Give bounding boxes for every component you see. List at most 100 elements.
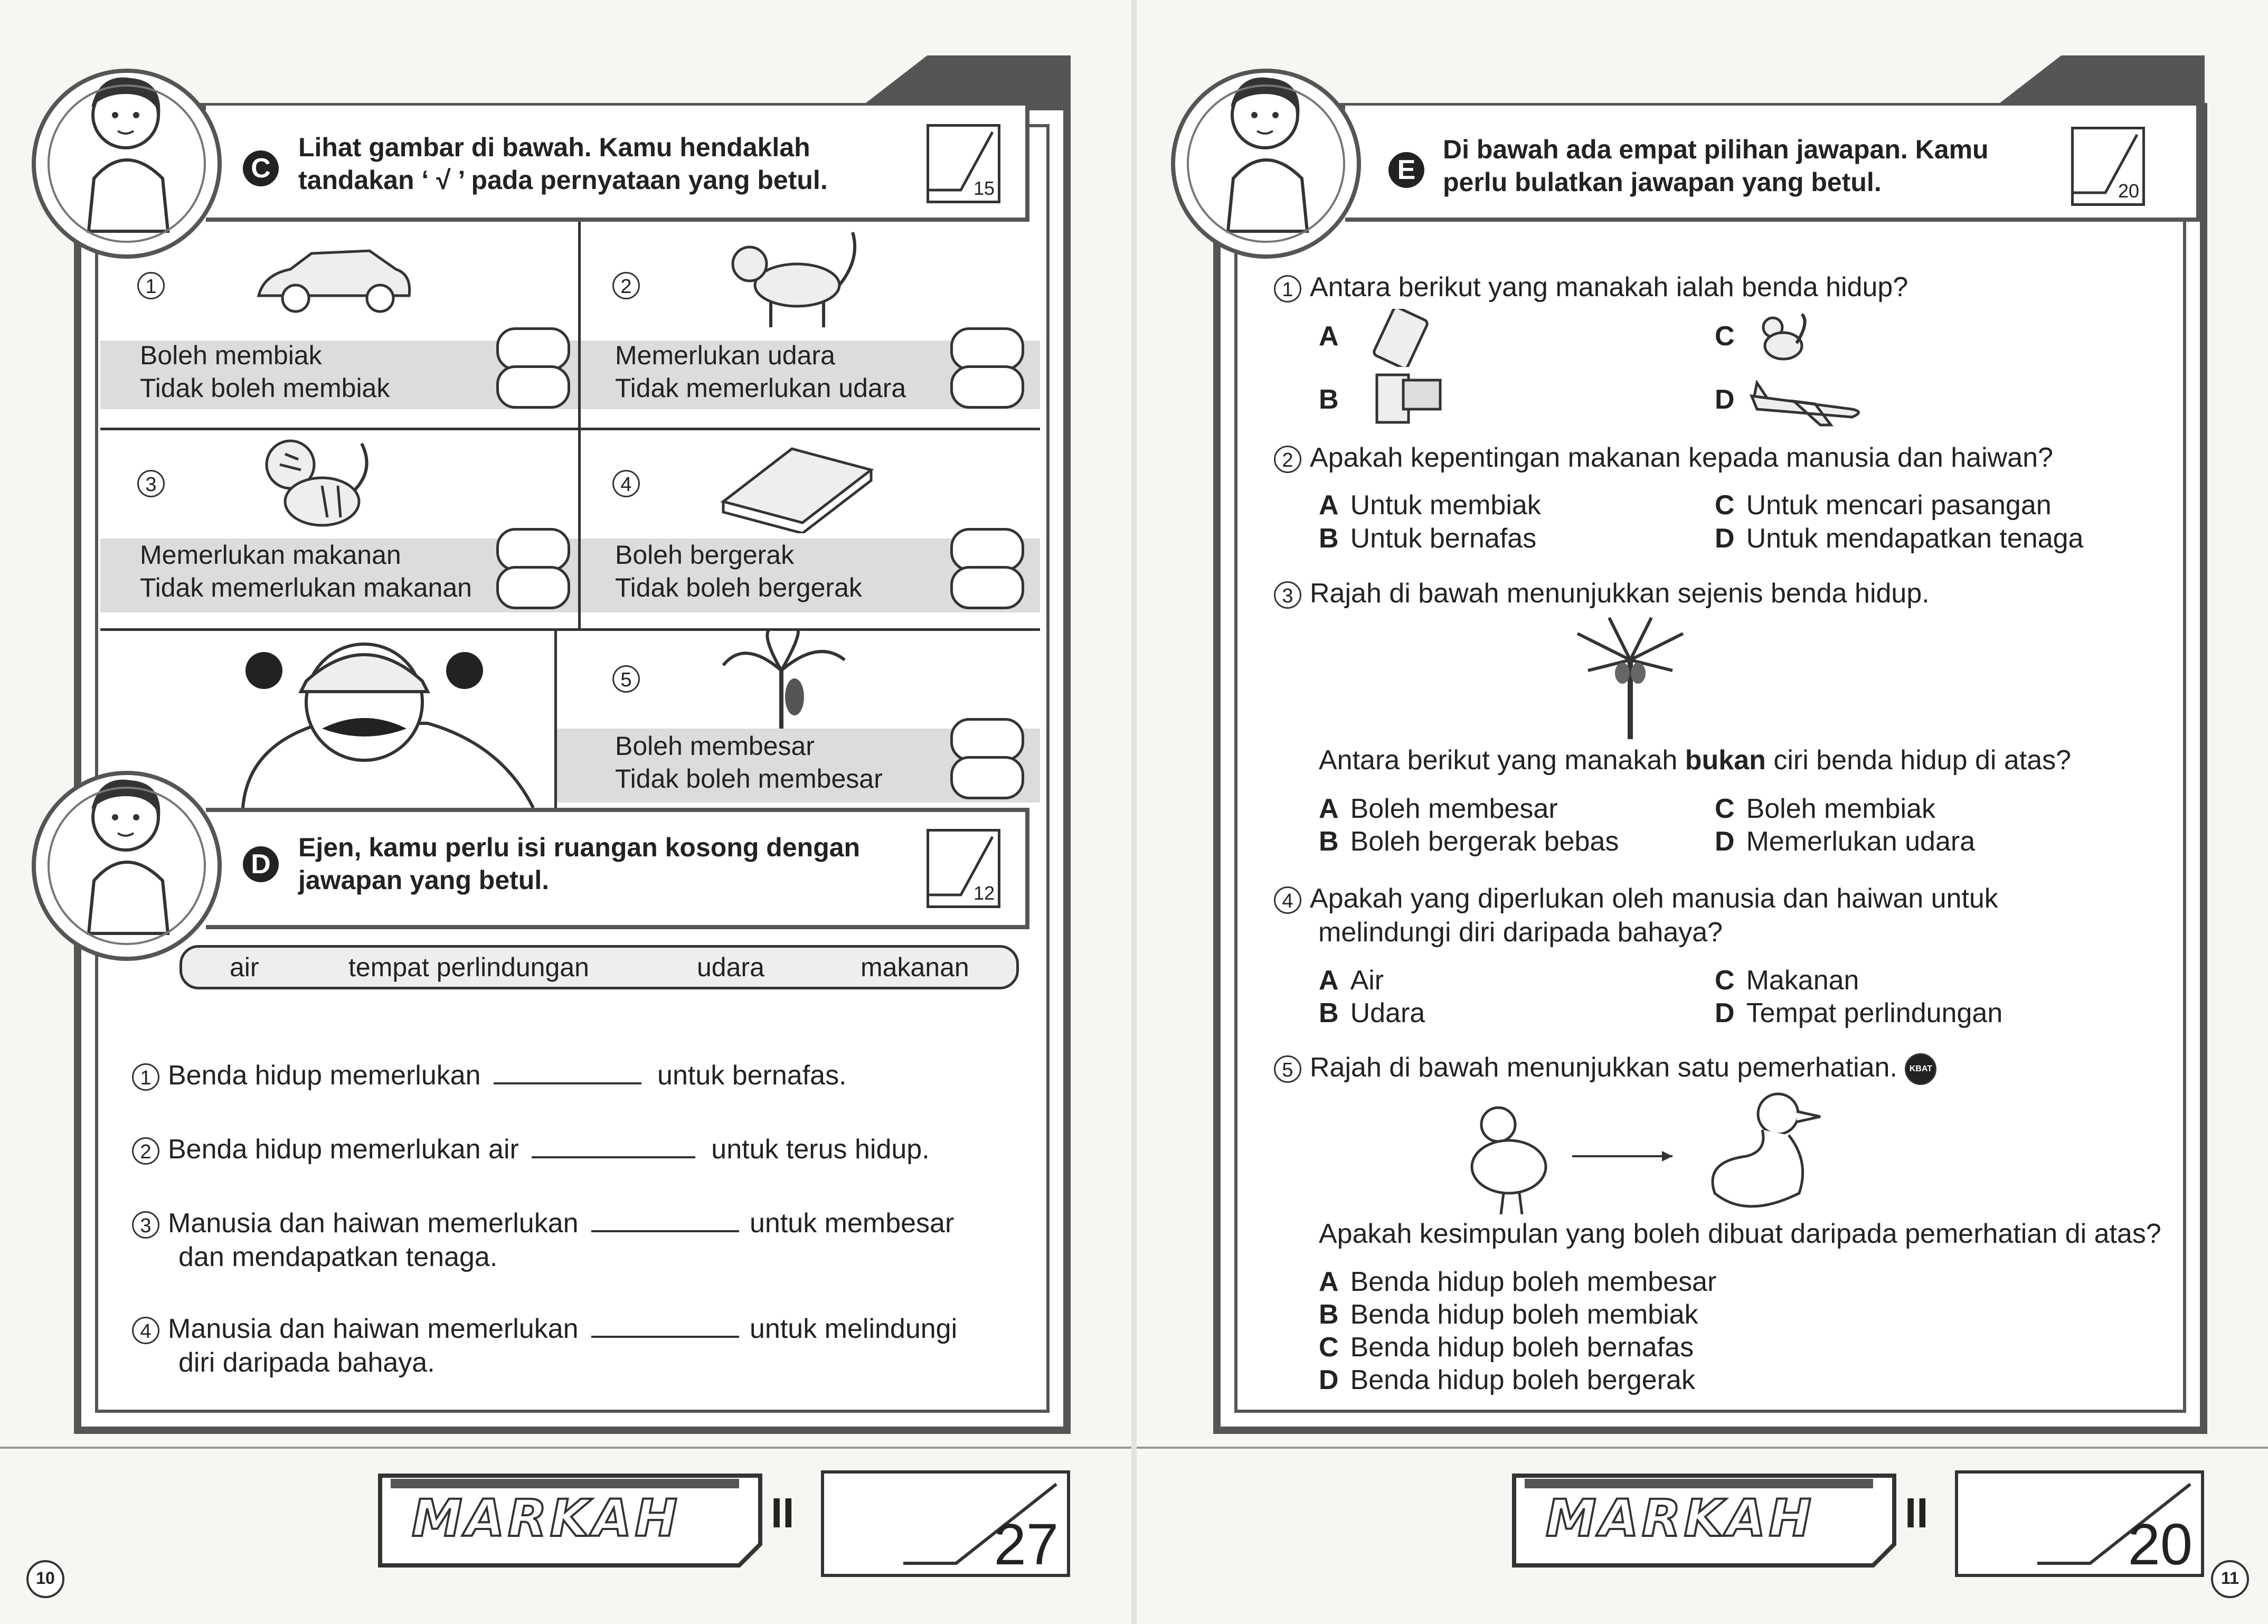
score-slash-icon (929, 836, 994, 896)
q1-option-a[interactable]: A (1319, 319, 1350, 353)
item-3-tick-box-1[interactable] (496, 528, 570, 571)
item-4-option-1: Boleh bergerak (615, 540, 795, 570)
item-1-tick-box-2[interactable] (496, 365, 570, 409)
section-e-letter: E (1388, 152, 1424, 188)
item-2-tick-box-2[interactable] (950, 365, 1024, 409)
page-number: 11 (2211, 1560, 2249, 1598)
question-text-line-2: melindungi diri daripada bahaya? (1318, 917, 1723, 948)
item-1-option-2: Tidak boleh membiak (140, 373, 390, 403)
score-slash-icon (2074, 134, 2139, 194)
footer-divider (1134, 1447, 2268, 1449)
item-3-number: 3 (137, 470, 165, 497)
instruction-line-2: tandakan ‘ √ ’ pada pernyataan yang betu… (298, 165, 828, 195)
score-slash-icon (903, 1483, 1057, 1565)
instruction-line-2: jawapan yang betul. (298, 865, 550, 895)
item-3-option-2: Tidak memerlukan makanan (140, 573, 472, 602)
equals-sign: II (771, 1489, 795, 1536)
duckling-icon (1470, 1106, 1547, 1215)
q1-option-b[interactable]: B (1319, 383, 1350, 417)
section-e-score: 20 (2118, 180, 2139, 202)
footer-divider (0, 1447, 1134, 1449)
agent-badge (1171, 69, 1361, 259)
question-number: 1 (1274, 275, 1301, 303)
score-slash-icon (929, 131, 994, 192)
question-number: 4 (132, 1317, 159, 1345)
q1-option-c[interactable]: C (1715, 319, 1746, 353)
calculator-icon (1373, 309, 1429, 367)
q1-option-d[interactable]: D (1715, 383, 1746, 417)
item-5-number: 5 (612, 665, 640, 693)
item-1-tick-box-1[interactable] (496, 327, 570, 371)
section-d-score-box: 12 (927, 829, 1000, 908)
item-3-tick-box-2[interactable] (496, 566, 570, 609)
section-e-score-box: 20 (2071, 127, 2145, 206)
question-text: Rajah di bawah menunjukkan sejenis benda… (1310, 578, 1930, 609)
right-page: E Di bawah ada empat pilihan jawapan. Ka… (1134, 0, 2268, 1624)
question-text-end: untuk bernafas. (657, 1060, 847, 1091)
item-2-tick-box-1[interactable] (950, 327, 1024, 371)
answer-blank[interactable] (494, 1061, 642, 1084)
item-5-tick-box-1[interactable] (950, 718, 1024, 761)
item-4-tick-box-2[interactable] (950, 566, 1024, 609)
section-c-score-box: 15 (927, 124, 1000, 203)
word-bank-item: air (230, 952, 259, 982)
instruction-line-1: Di bawah ada empat pilihan jawapan. Kamu (1443, 135, 1989, 164)
subquestion-text-end: ciri benda hidup di atas? (1773, 745, 2072, 776)
question-number: 3 (1274, 581, 1301, 609)
section-e-header (1345, 106, 2200, 222)
left-page: C Lihat gambar di bawah. Kamu hendaklah … (0, 55, 1134, 1598)
word-bank-item: tempat perlindungan (348, 952, 589, 982)
agent-man-icon (241, 643, 535, 808)
section-c-score: 15 (973, 177, 995, 199)
papaya-tree-icon (1576, 617, 1684, 739)
answer-blank[interactable] (591, 1209, 739, 1232)
option-key: B (1319, 384, 1339, 415)
answer-blank[interactable] (591, 1315, 739, 1338)
item-1-option-1: Boleh membiak (140, 341, 322, 370)
car-icon (257, 249, 411, 313)
answer-blank[interactable] (532, 1135, 696, 1158)
question-text: Benda hidup memerlukan (168, 1060, 481, 1091)
item-5-tick-box-2[interactable] (950, 756, 1024, 799)
agent-badge-d (32, 771, 222, 961)
agent-girl-icon (87, 77, 170, 233)
q5-subquestion: Apakah kesimpulan yang boleh dibuat dari… (1319, 1219, 2161, 1249)
item-3-options: Memerlukan makanan Tidak memerlukan maka… (140, 539, 472, 604)
mcq-question-3: 3 Rajah di bawah menunjukkan sejenis bend… (1274, 577, 1930, 610)
total-score-box: 20 (1955, 1470, 2204, 1577)
kbat-badge: KBAT (1905, 1053, 1937, 1085)
question-text: Rajah di bawah menunjukkan satu pemerhat… (1310, 1052, 1897, 1083)
page-number: 10 (26, 1560, 64, 1598)
item-4-tick-box-1[interactable] (950, 528, 1024, 571)
item-2-option-2: Tidak memerlukan udara (615, 373, 906, 403)
question-text-end: untuk melindungi (750, 1314, 958, 1344)
worksheet-frame (1213, 103, 2207, 1434)
item-1-options: Boleh membiak Tidak boleh membiak (140, 339, 390, 404)
option-key: A (1319, 321, 1339, 352)
item-4-options: Boleh bergerak Tidak boleh bergerak (615, 539, 862, 604)
word-bank: air tempat perlindungan udara makanan (179, 945, 1019, 989)
section-c-instruction: Lihat gambar di bawah. Kamu hendaklah ta… (298, 131, 828, 196)
item-3-option-1: Memerlukan makanan (140, 540, 401, 570)
